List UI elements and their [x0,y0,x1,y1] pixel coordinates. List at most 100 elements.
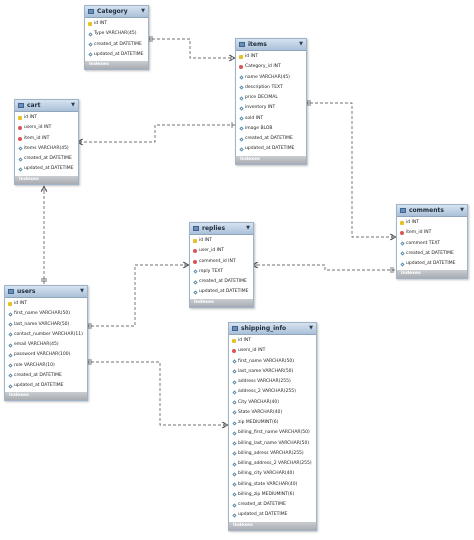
indexes-bar[interactable]: Indexes [190,298,253,307]
column-row[interactable]: zip MEDIUMINT(6) [229,418,316,428]
table-icon [8,289,14,294]
column-row[interactable]: first_name VARCHAR(50) [229,357,316,367]
attribute-icon [7,342,13,348]
table-header[interactable]: Category▼ [85,6,148,18]
column-row[interactable]: updated_at DATETIME [229,510,316,520]
column-row[interactable]: password VARCHAR(100) [5,350,87,360]
column-row[interactable]: reply TEXT [190,267,253,277]
column-row[interactable]: id INT [236,52,306,62]
column-row[interactable]: updated_at DATETIME [5,381,87,391]
table-category[interactable]: Category▼id INT Type VARCHAR(45) created_a… [84,5,149,70]
column-row[interactable]: created_at DATETIME [15,154,78,164]
column-row[interactable]: inventory INT [236,103,306,113]
column-row[interactable]: billing_address_2 VARCHAR(255) [229,459,316,469]
column-row[interactable]: created_at DATETIME [229,500,316,510]
column-row[interactable]: last_name VARCHAR(50) [5,320,87,330]
column-row[interactable]: name VARCHAR(45) [236,73,306,83]
column-row[interactable]: created_at DATETIME [85,40,148,50]
column-row[interactable]: billing_city VARCHAR(40) [229,469,316,479]
column-row[interactable]: updated_at DATETIME [15,164,78,174]
column-row[interactable]: created_at DATETIME [236,134,306,144]
attribute-icon [238,85,244,90]
column-row[interactable]: id INT [190,236,253,246]
column-row[interactable]: sold INT [236,114,306,124]
column-row[interactable]: City VARCHAR(40) [229,398,316,408]
column-row[interactable]: billing_state VARCHAR(40) [229,480,316,490]
table-header[interactable]: items▼ [236,39,306,51]
column-row[interactable]: comment_id INT [190,257,253,267]
column-row[interactable]: contact_number VARCHAR(11) [5,330,87,340]
column-row[interactable]: email VARCHAR(45) [5,340,87,350]
column-row[interactable]: created_at DATETIME [397,249,467,259]
collapse-arrow-icon[interactable]: ▼ [80,288,84,294]
collapse-arrow-icon[interactable]: ▼ [246,225,250,231]
column-row[interactable]: created_at DATETIME [5,371,87,381]
table-header[interactable]: users▼ [5,286,87,298]
column-label: State VARCHAR(40) [238,409,283,415]
attribute-icon [87,52,93,57]
column-row[interactable]: user_id INT [190,246,253,256]
column-row[interactable]: price DECIMAL [236,93,306,103]
table-header[interactable]: shipping_info▼ [229,323,316,335]
indexes-bar[interactable]: Indexes [236,155,306,164]
indexes-bar[interactable]: Indexes [5,392,87,401]
column-row[interactable]: role VARCHAR(10) [5,361,87,371]
column-row[interactable]: billing_zip MEDIUMINT(6) [229,490,316,500]
indexes-bar[interactable]: Indexes [397,270,467,279]
column-row[interactable]: billing_last_name VARCHAR(50) [229,439,316,449]
table-icon [18,103,24,108]
column-row[interactable]: users_id INT [229,346,316,356]
column-row[interactable]: item_id INT [397,228,467,238]
table-header[interactable]: cart▼ [15,100,78,112]
column-row[interactable]: description TEXT [236,83,306,93]
attribute-icon [7,332,13,337]
column-row[interactable]: updated_at DATETIME [236,144,306,154]
column-label: Type VARCHAR(45) [94,31,137,37]
column-row[interactable]: first_name VARCHAR(50) [5,309,87,319]
column-row[interactable]: item_id INT [15,134,78,144]
column-row[interactable]: address VARCHAR(255) [229,377,316,387]
onemark-items-right [307,100,311,106]
collapse-arrow-icon[interactable]: ▼ [299,41,303,47]
table-header[interactable]: comments▼ [397,205,467,217]
column-row[interactable]: users_id INT [15,123,78,133]
attribute-icon [231,400,237,405]
column-label: created_at DATETIME [94,41,142,47]
column-row[interactable]: Type VARCHAR(45) [85,29,148,39]
column-label: id INT [238,338,251,343]
column-row[interactable]: updated_at DATETIME [85,50,148,60]
column-row[interactable]: last_name VARCHAR(50) [229,367,316,377]
indexes-bar[interactable]: Indexes [85,61,148,69]
column-row[interactable]: Category_id INT [236,62,306,72]
column-row[interactable]: billing_adress VARCHAR(255) [229,449,316,459]
column-row[interactable]: id INT [85,19,148,29]
column-row[interactable]: id INT [397,218,467,228]
column-row[interactable]: items VARCHAR(45) [15,144,78,154]
collapse-arrow-icon[interactable]: ▼ [71,102,75,108]
table-header[interactable]: replies▼ [190,223,253,235]
primary-key-icon [193,239,197,243]
column-row[interactable]: State VARCHAR(40) [229,408,316,418]
indexes-bar[interactable]: Indexes [15,175,78,184]
column-row[interactable]: id INT [5,299,87,309]
column-row[interactable]: billing_first_name VARCHAR(50) [229,428,316,438]
column-row[interactable]: id INT [229,336,316,346]
indexes-bar[interactable]: Indexes [229,521,316,530]
column-row[interactable]: comment TEXT [397,239,467,249]
attribute-icon [7,363,13,368]
column-row[interactable]: id INT [15,113,78,123]
column-row[interactable]: image BLOB [236,124,306,134]
collapse-arrow-icon[interactable]: ▼ [141,8,145,14]
column-row[interactable]: updated_at DATETIME [190,287,253,297]
column-row[interactable]: updated_at DATETIME [397,259,467,269]
column-row[interactable]: created_at DATETIME [190,277,253,287]
column-row[interactable]: address_2 VARCHAR(255) [229,387,316,397]
collapse-arrow-icon[interactable]: ▼ [309,325,313,331]
collapse-arrow-icon[interactable]: ▼ [460,207,464,213]
